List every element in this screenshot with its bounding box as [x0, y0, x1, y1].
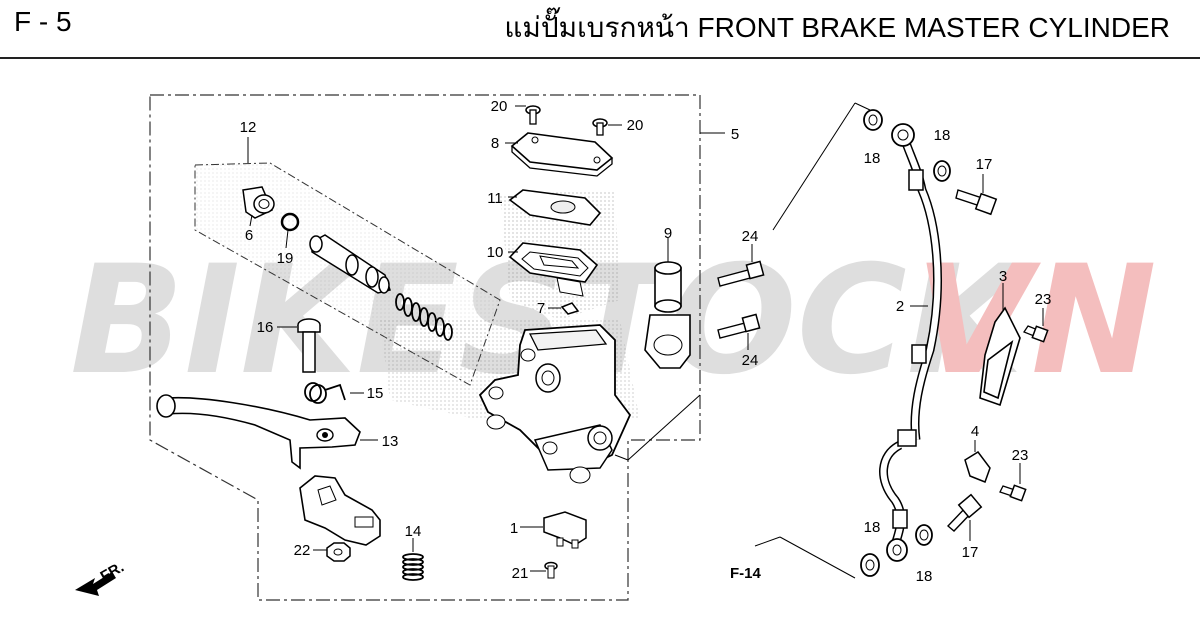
brake-hose-part — [879, 123, 942, 562]
sealing-washer-4 — [915, 524, 933, 546]
header-divider — [0, 57, 1200, 59]
hose-leader-lines — [754, 102, 871, 579]
page-code: F - 5 — [14, 6, 72, 37]
front-direction-arrow: FR. — [75, 559, 127, 596]
callout-6: 6 — [245, 227, 253, 244]
nut-part — [313, 542, 351, 562]
circlip-part — [280, 212, 300, 249]
callout-23-upper: 23 — [1035, 291, 1052, 308]
callout-4: 4 — [971, 423, 979, 440]
piston-part — [309, 234, 391, 294]
pivot-bolt-part — [277, 318, 321, 373]
diaphragm-part — [508, 242, 599, 297]
callout-22: 22 — [294, 542, 311, 559]
callout-3: 3 — [999, 268, 1007, 285]
guide-bolt-upper — [1023, 308, 1049, 343]
torsion-spring-part — [304, 382, 364, 404]
callout-21: 21 — [512, 565, 529, 582]
brake-switch-part — [520, 511, 587, 549]
callout-24-upper: 24 — [742, 228, 759, 245]
callout-20-left: 20 — [491, 98, 508, 115]
assembly-5-outline — [149, 94, 701, 601]
callout-18-b: 18 — [934, 127, 951, 144]
callout-18-c: 18 — [864, 519, 881, 536]
holder-bolt-lower — [717, 313, 761, 350]
callout-1: 1 — [510, 520, 518, 537]
page-title: แม่ปั๊มเบรกหน้า FRONT BRAKE MASTER CYLIN… — [504, 12, 1170, 43]
diaphragm-plate-part — [508, 189, 602, 226]
master-cylinder-body — [478, 324, 701, 484]
switch-screw-part — [530, 561, 558, 579]
cap-screw-right — [592, 118, 622, 136]
callout-18-d: 18 — [916, 568, 933, 585]
callout-17-upper: 17 — [976, 156, 993, 173]
callout-14: 14 — [405, 523, 422, 540]
callout-10: 10 — [487, 244, 504, 261]
holder-bolt-upper — [717, 244, 765, 287]
callout-13: 13 — [382, 433, 399, 450]
lever-bracket-part — [299, 475, 381, 546]
clip-part — [548, 302, 580, 315]
cap-screw-left — [515, 105, 541, 125]
callout-23-lower: 23 — [1012, 447, 1029, 464]
sealing-washer-3 — [860, 553, 880, 577]
brake-lever-part — [156, 394, 378, 470]
reservoir-cap-part — [505, 132, 614, 177]
dust-boot-part — [242, 186, 275, 227]
callout-19: 19 — [277, 250, 294, 267]
lever-spring-part — [402, 538, 424, 581]
piston-spring-part — [395, 293, 453, 341]
callout-8: 8 — [491, 135, 499, 152]
callout-11: 11 — [487, 190, 503, 207]
callout-5: 5 — [731, 126, 739, 143]
sealing-washer-2 — [933, 160, 951, 182]
callout-18-a: 18 — [864, 150, 881, 167]
callout-9: 9 — [664, 225, 672, 242]
banjo-bolt-lower — [946, 493, 983, 541]
watermark-accent: VN — [915, 234, 1157, 408]
reference-f14: F-14 — [730, 565, 762, 582]
hose-clamp-part — [964, 440, 991, 483]
callout-labels: 12 6 19 16 15 13 22 14 20 20 8 11 10 7 9… — [240, 98, 1052, 585]
sealing-washer-1 — [863, 109, 883, 131]
clamp-bolt-lower — [999, 463, 1027, 502]
callout-17-lower: 17 — [962, 544, 979, 561]
callout-20-right: 20 — [627, 117, 644, 134]
callout-7: 7 — [537, 300, 545, 317]
callout-16: 16 — [257, 319, 274, 336]
callout-24-lower: 24 — [742, 352, 759, 369]
callout-2: 2 — [896, 298, 904, 315]
callout-15: 15 — [367, 385, 384, 402]
hose-guide-part — [979, 283, 1021, 407]
banjo-bolt-upper — [955, 174, 998, 216]
holder-clamp-part — [644, 237, 691, 369]
callout-12: 12 — [240, 119, 257, 136]
